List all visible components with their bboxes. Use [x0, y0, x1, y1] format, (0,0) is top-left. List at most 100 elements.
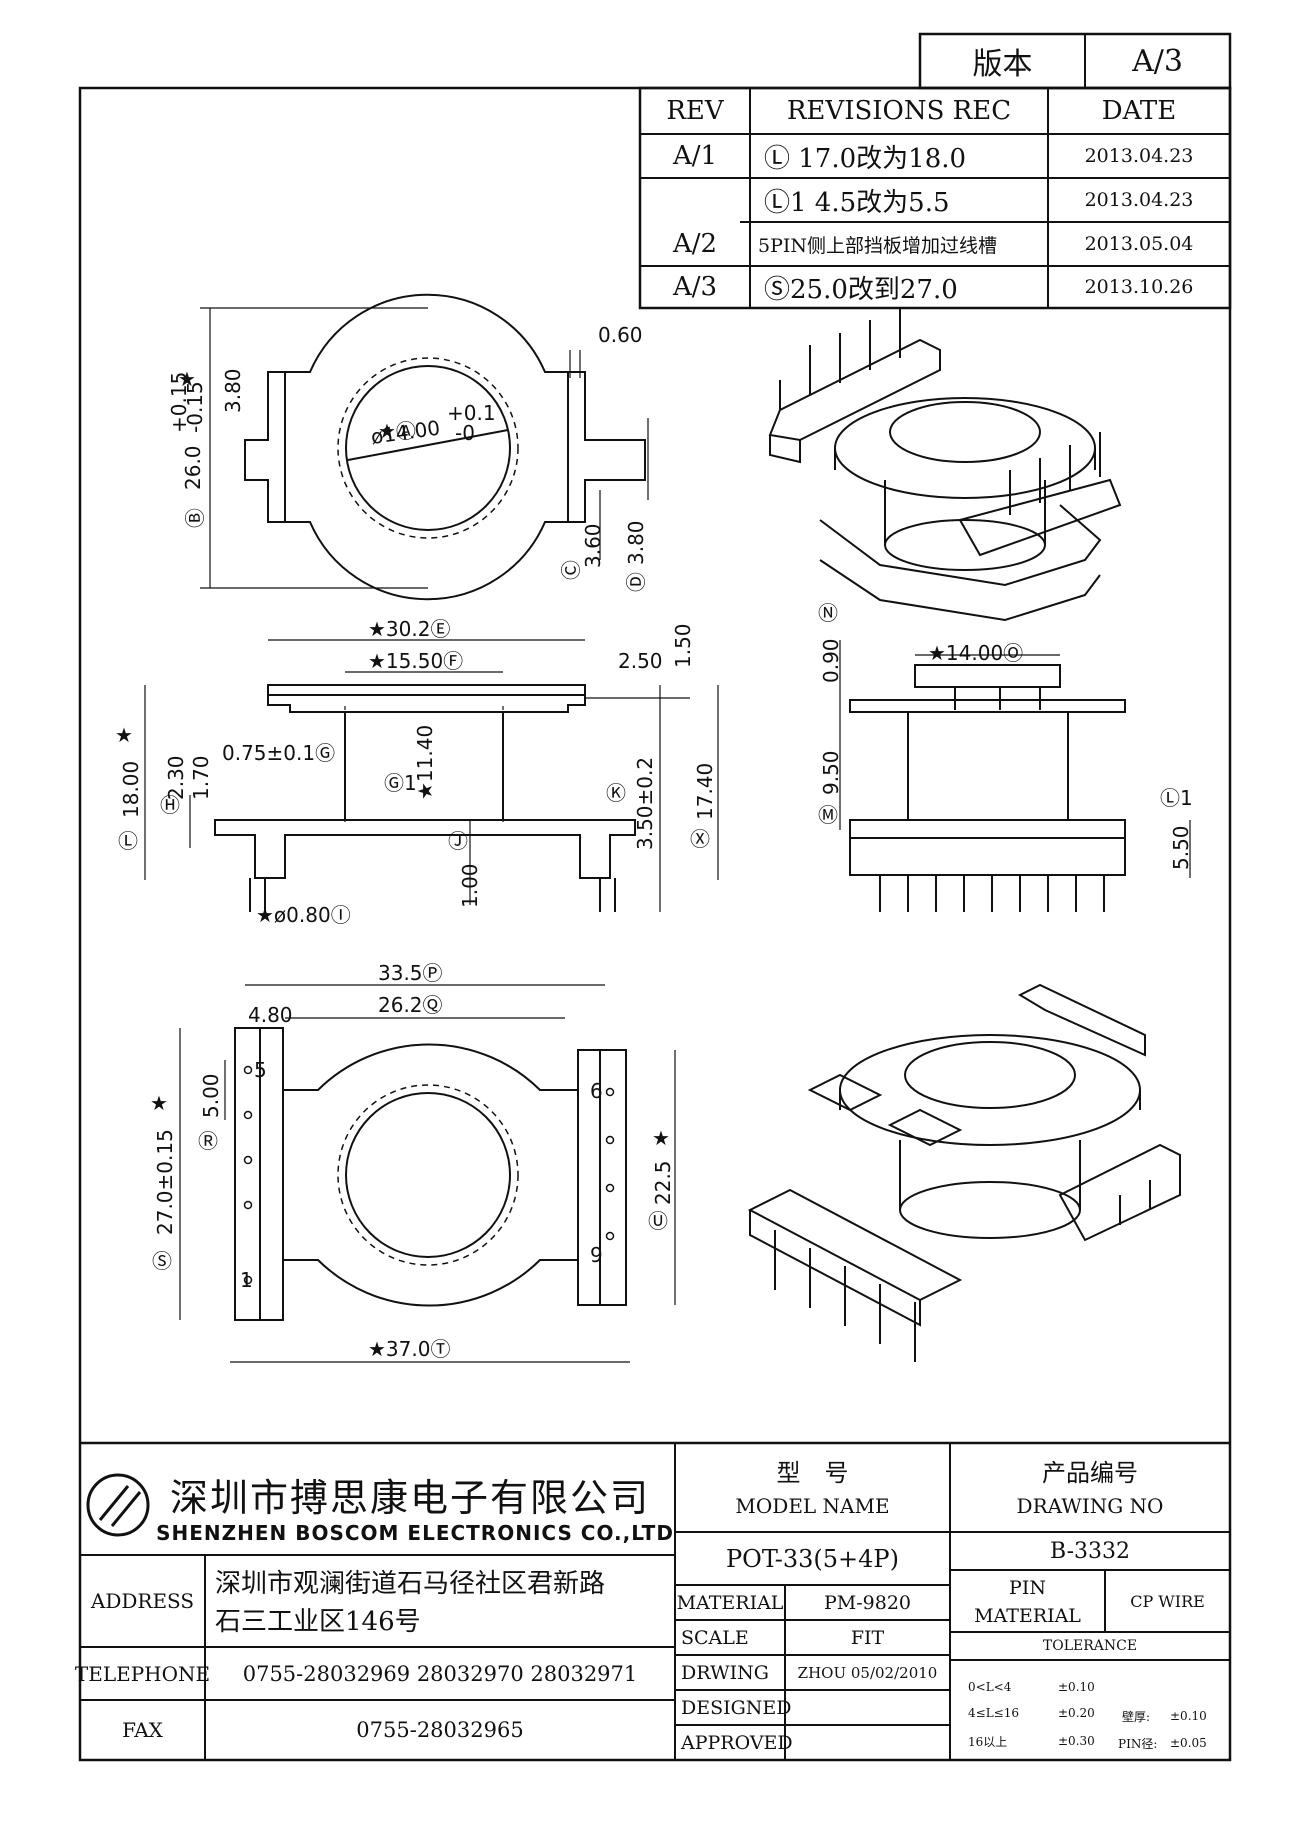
dim-d: 3.80	[624, 520, 648, 565]
dim-x-marker: Ⓧ	[690, 827, 710, 851]
telephone-label: TELEPHONE	[74, 1661, 211, 1686]
dim-l1-marker: Ⓛ1	[1160, 786, 1193, 810]
dim-r-marker: Ⓡ	[198, 1129, 218, 1153]
dim-s-star: ★	[150, 1091, 168, 1115]
tol-value-2: ±0.20	[1058, 1706, 1095, 1720]
company-name-cn: 深圳市搏思康电子有限公司	[169, 1475, 650, 1520]
front-view-bottom-flange	[214, 819, 636, 879]
dim-a-tol-upper: +0.1	[447, 401, 496, 425]
rev-row-1: A/1	[672, 141, 718, 171]
date-row-3: 2013.05.04	[1084, 233, 1194, 255]
tol-value-1: ±0.10	[1058, 1680, 1095, 1694]
pin-label-6: 6	[590, 1079, 603, 1103]
iso-pins-bottom	[774, 1180, 1151, 1362]
dim-e: ★30.2Ⓔ	[368, 617, 450, 641]
company-logo	[86, 1473, 150, 1537]
dim-l1: 5.50	[1169, 825, 1193, 870]
version-value: A/3	[1132, 43, 1183, 79]
dim-s-marker: Ⓢ	[152, 1249, 172, 1273]
dim-n-marker: Ⓝ	[818, 601, 838, 625]
drwing-label: DRWING	[681, 1661, 769, 1684]
iso-view-top	[768, 308, 1122, 622]
scale-value: FIT	[850, 1626, 885, 1649]
model-label-en: MODEL NAME	[735, 1494, 890, 1518]
dim-h-2: 1.70	[189, 755, 213, 800]
bottom-view-outline	[282, 1043, 579, 1307]
dim-d-marker: Ⓓ	[624, 572, 648, 592]
dim-u-marker: Ⓤ	[648, 1209, 668, 1233]
approved-label: APPROVED	[681, 1731, 793, 1754]
dim-b-tol-lower: -0.15	[183, 381, 207, 433]
dim-b-star: ★	[178, 367, 196, 391]
top-view-outline	[244, 293, 646, 601]
tol-value-3: ±0.30	[1058, 1734, 1095, 1748]
designed-label: DESIGNED	[681, 1696, 792, 1719]
dim-g1: ★11.40	[413, 725, 437, 800]
date-row-1: 2013.04.23	[1084, 145, 1194, 167]
dim-j-marker: Ⓙ	[448, 829, 468, 853]
dim-tab-gap: 0.60	[598, 323, 643, 347]
dim-tab-left: 3.80	[221, 368, 245, 413]
top-view	[200, 293, 649, 601]
dim-k-marker: Ⓚ	[606, 781, 626, 805]
pin-dia-value: ±0.05	[1170, 1736, 1207, 1750]
version-label: 版本	[972, 47, 1033, 82]
date-row-4: 2013.10.26	[1084, 276, 1194, 298]
address-line2: 石三工业区146号	[215, 1606, 421, 1637]
dim-m-marker: Ⓜ	[818, 803, 838, 827]
iso-pins-top	[779, 308, 1101, 515]
drawing-value: B-3332	[1050, 1538, 1130, 1564]
top-view-inner-circle	[345, 365, 511, 531]
date-row-2: 2013.04.23	[1084, 189, 1194, 211]
bottom-view-inner-circle	[345, 1092, 511, 1258]
model-value: POT-33(5+4P)	[726, 1544, 899, 1573]
model-label-cn: 型 号	[776, 1458, 849, 1487]
dim-a-marker: ★Ⓐ	[378, 419, 416, 443]
rec-row-3: 5PIN侧上部挡板增加过线槽	[758, 234, 998, 257]
dim-l-marker: Ⓛ	[118, 829, 138, 853]
drawing-label-cn: 产品编号	[1042, 1458, 1138, 1487]
telephone-value: 0755-28032969 28032970 28032971	[242, 1661, 638, 1686]
iso-view-bottom	[747, 983, 1181, 1362]
dim-g1-marker: Ⓖ1	[384, 771, 417, 795]
dim-h-marker: Ⓗ	[160, 793, 180, 817]
rec-row-2: Ⓛ1 4.5改为5.5	[764, 187, 950, 218]
pin-label-5: 5	[254, 1058, 267, 1082]
drawing-label-en: DRAWING NO	[1016, 1494, 1164, 1518]
dim-b-height: 26.0	[181, 445, 205, 490]
dim-m: 9.50	[819, 750, 843, 795]
pin-material-label: MATERIAL	[974, 1605, 1081, 1627]
dim-g: 0.75±0.1Ⓖ	[222, 741, 335, 765]
dim-x: 17.40	[693, 763, 717, 820]
small-dim-label: 4.80	[248, 1003, 293, 1027]
dim-a-tol-lower: -0	[455, 421, 475, 445]
front-view-top-flange	[267, 684, 586, 713]
bottom-view	[179, 984, 676, 1363]
dim-n: 0.90	[819, 638, 843, 683]
dim-b-tol-upper: +0.15	[167, 372, 191, 433]
bottom-view-pin-holes	[243, 1065, 615, 1285]
material-value: PM-9820	[823, 1591, 911, 1614]
wall-label: 壁厚:	[1122, 1709, 1151, 1724]
address-line1: 深圳市观澜街道石马径社区君新路	[215, 1568, 606, 1599]
revision-table	[638, 86, 1232, 310]
dim-h-1: 2.30	[164, 755, 188, 800]
dim-f: ★15.50Ⓕ	[368, 649, 463, 673]
rec-row-4: Ⓢ25.0改到27.0	[764, 274, 958, 305]
pin-label: PIN	[1009, 1577, 1046, 1599]
dim-u: 22.5	[651, 1160, 675, 1205]
dim-c-marker: Ⓒ	[559, 560, 583, 580]
rec-header: REVISIONS REC	[786, 96, 1012, 126]
drwing-value: ZHOU 05/02/2010	[797, 1663, 938, 1682]
tol-range-2: 4≤L≤16	[968, 1706, 1019, 1720]
dim-o: ★14.00Ⓞ	[928, 641, 1023, 665]
fax-label: FAX	[122, 1718, 163, 1742]
rev-row-3: A/2	[672, 229, 718, 259]
rec-row-1: Ⓛ 17.0改为18.0	[764, 143, 967, 174]
dim-c: 3.60	[581, 523, 605, 568]
side-view	[839, 640, 1191, 912]
tol-range-3: 16以上	[968, 1734, 1008, 1749]
dim-b-marker: Ⓑ	[183, 508, 207, 528]
dim-k: 3.50±0.2	[633, 757, 657, 850]
rev-row-4: A/3	[672, 272, 718, 302]
